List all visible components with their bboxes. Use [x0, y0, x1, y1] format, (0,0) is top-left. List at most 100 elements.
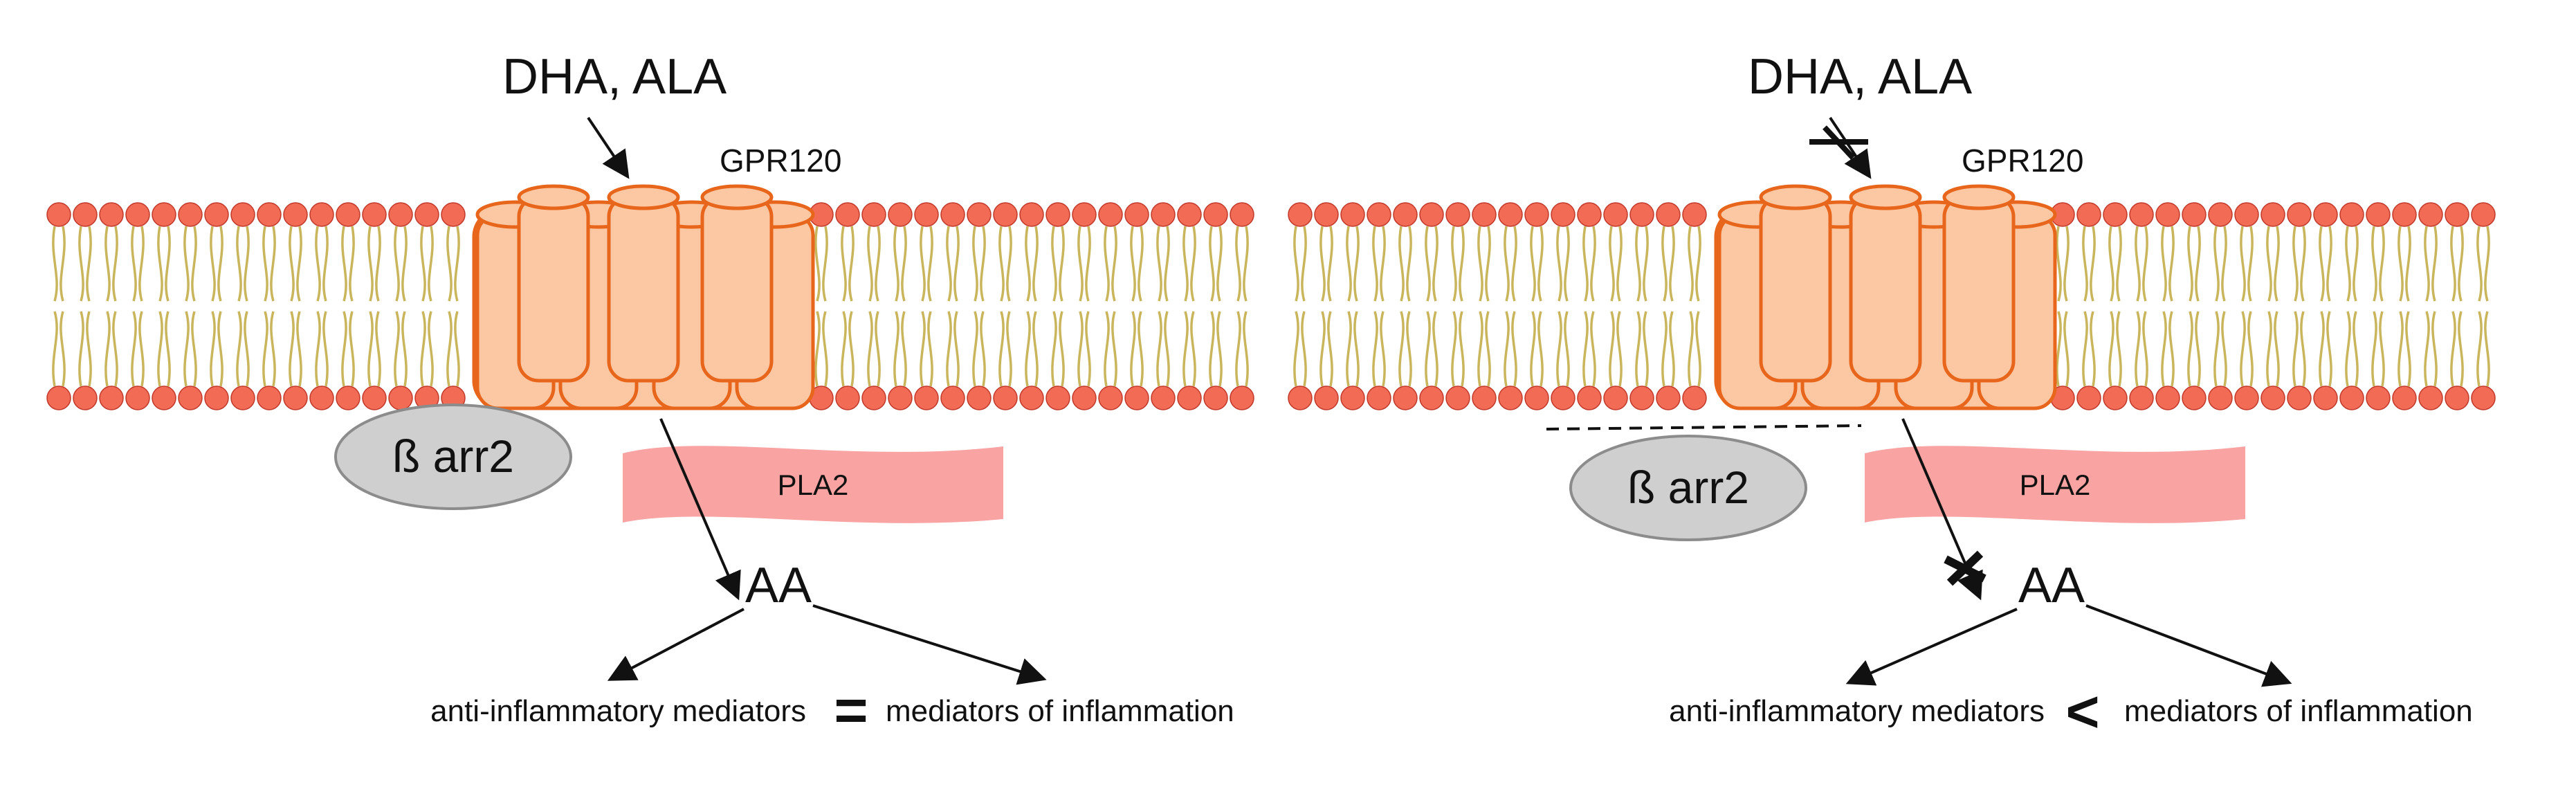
aa-block-cross — [1944, 550, 1986, 586]
lipid-tail — [1077, 226, 1091, 387]
lipid-head — [2339, 202, 2364, 227]
beta-arrestin-2 — [334, 404, 572, 510]
lipid-head — [441, 202, 466, 227]
lipid-tail — [1209, 226, 1223, 387]
lipid-tail — [1609, 226, 1623, 387]
lipid-tail — [2292, 226, 2306, 387]
lipid-head — [1656, 202, 1681, 227]
lipid-head — [1124, 386, 1149, 410]
lipid-tail — [341, 226, 355, 387]
aa-label: AA — [2018, 558, 2085, 613]
lipid-head — [1203, 202, 1228, 227]
lipid-head — [1098, 202, 1123, 227]
lipid-head — [835, 386, 860, 410]
lipid-head — [388, 202, 413, 227]
lipid-head — [1072, 386, 1097, 410]
transmembrane-helix — [700, 184, 774, 383]
lipid-head — [1072, 202, 1097, 227]
lipid-head — [1230, 386, 1254, 410]
lipid-head — [73, 202, 98, 227]
lipid-head — [1019, 386, 1044, 410]
lipid-head — [2260, 386, 2285, 410]
pla2-enzyme — [623, 446, 1003, 523]
lipid-head — [152, 202, 176, 227]
lipid-head — [1656, 386, 1681, 410]
lipid-tail — [2135, 226, 2148, 387]
lipid-head — [993, 202, 1018, 227]
lipid-head — [1393, 202, 1418, 227]
lipid-head — [257, 386, 282, 410]
lipid-head — [914, 386, 939, 410]
lipid-head — [1177, 202, 1202, 227]
lipid-head — [336, 386, 360, 410]
lipid-head — [204, 202, 229, 227]
lipid-tail — [394, 226, 408, 387]
lipid-head — [178, 202, 203, 227]
lipid-tail — [2371, 226, 2385, 387]
lipid-head — [1419, 202, 1444, 227]
lipid-head — [1629, 386, 1654, 410]
panel-right: DHA, ALA GPR120 ß arr2 PLA2 AA anti-infl… — [1288, 49, 2496, 744]
lipid-head — [1682, 386, 1707, 410]
pla2-enzyme — [1865, 446, 2245, 523]
lipid-head — [1019, 202, 1044, 227]
lipid-tail — [157, 226, 171, 387]
lipid-tail — [1130, 226, 1144, 387]
ligand-label: DHA, ALA — [1748, 49, 1972, 105]
lipid-tail — [2476, 226, 2490, 387]
gpr120-receptor — [472, 184, 815, 410]
beta-arrestin-label: ß arr2 — [1627, 462, 1749, 513]
lipid-head — [2471, 386, 2496, 410]
lipid-head — [2445, 202, 2469, 227]
lipid-tail — [210, 226, 223, 387]
lipid-head — [1629, 202, 1654, 227]
lipid-tail — [183, 226, 197, 387]
lipid-head — [1445, 386, 1470, 410]
lipid-tail — [2187, 226, 2201, 387]
lipid-head — [1045, 386, 1070, 410]
lipid-head — [125, 202, 150, 227]
aa-label: AA — [745, 558, 812, 613]
lipid-tail — [1451, 226, 1465, 387]
lipid-tail — [2056, 226, 2070, 387]
lipid-head — [362, 202, 387, 227]
lipid-head — [204, 386, 229, 410]
pla2-label: PLA2 — [2020, 469, 2091, 501]
lipid-tail — [262, 226, 276, 387]
lipid-head — [230, 202, 255, 227]
lipid-head — [178, 386, 203, 410]
lipid-head — [2155, 386, 2180, 410]
lipid-head — [2445, 386, 2469, 410]
lipid-tail — [2424, 226, 2438, 387]
ligand-label: DHA, ALA — [502, 49, 727, 105]
inflammation-label: mediators of inflammation — [2124, 694, 2473, 728]
lipid-tail — [2319, 226, 2332, 387]
lipid-tail — [2266, 226, 2280, 387]
lipid-head — [1419, 386, 1444, 410]
relation-symbol: < — [2065, 679, 2099, 744]
lipid-tail — [1582, 226, 1596, 387]
lipid-head — [1445, 202, 1470, 227]
lipid-head — [1498, 386, 1523, 410]
lipid-tail — [1635, 226, 1649, 387]
lipid-tail — [420, 226, 434, 387]
lipid-head — [152, 386, 176, 410]
cell-membrane — [46, 202, 1254, 410]
lipid-head — [993, 386, 1018, 410]
lipid-head — [861, 386, 886, 410]
lipid-head — [2418, 202, 2443, 227]
lipid-head — [99, 202, 124, 227]
lipid-head — [835, 202, 860, 227]
cell-membrane — [1288, 202, 2496, 410]
lipid-head — [336, 202, 360, 227]
lipid-tail — [2240, 226, 2254, 387]
lipid-head — [1551, 386, 1575, 410]
lipid-head — [1367, 202, 1391, 227]
lipid-tail — [315, 226, 329, 387]
lipid-tail — [1556, 226, 1570, 387]
lipid-head — [2366, 386, 2391, 410]
lipid-tail — [2397, 226, 2411, 387]
lipid-head — [1098, 386, 1123, 410]
lipid-head — [1577, 202, 1602, 227]
lipid-tail — [1372, 226, 1386, 387]
